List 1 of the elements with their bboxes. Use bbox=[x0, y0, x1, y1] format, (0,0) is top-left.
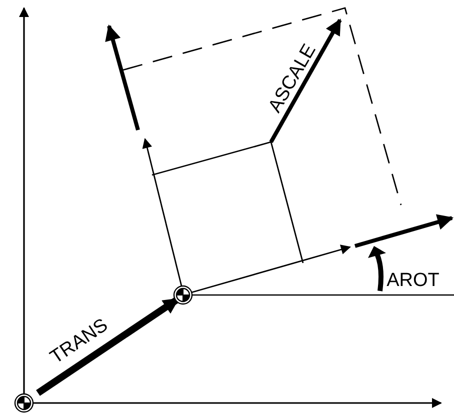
rotation-label: AROT bbox=[386, 270, 440, 290]
